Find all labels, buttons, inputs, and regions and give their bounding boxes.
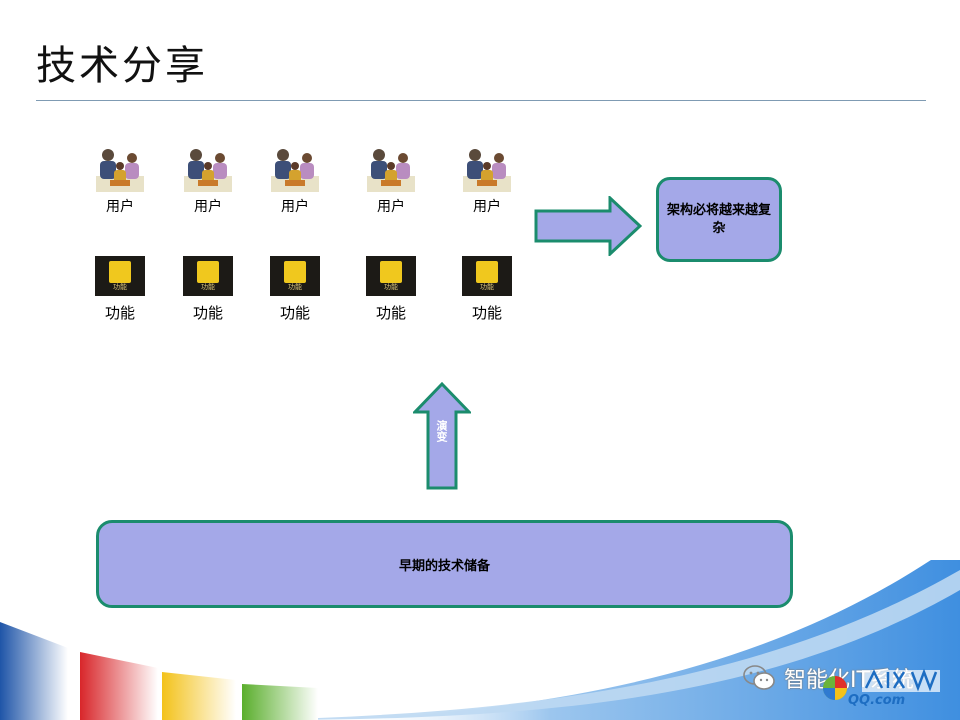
function-item: 功能 功能 bbox=[451, 256, 523, 323]
function-label: 功能 bbox=[375, 304, 406, 322]
user-label: 用户 bbox=[194, 199, 222, 215]
users-group-icon bbox=[184, 149, 232, 192]
user-item: 用户 bbox=[451, 146, 523, 216]
user-item: 用户 bbox=[259, 146, 331, 216]
function-item: 功能 功能 bbox=[259, 256, 331, 323]
qq-logo-text: QQ.com bbox=[848, 693, 906, 708]
user-label: 用户 bbox=[377, 199, 405, 215]
function-item: 功能 功能 bbox=[84, 256, 156, 323]
qq-logo-mark bbox=[823, 668, 940, 700]
slide-title: 技术分享 bbox=[36, 43, 208, 89]
users-group-icon bbox=[271, 149, 319, 192]
function-key-icon: 功能 bbox=[366, 256, 416, 296]
function-label: 功能 bbox=[104, 304, 135, 322]
up-arrow-label: 演变 bbox=[435, 420, 448, 442]
users-group-icon bbox=[96, 149, 144, 192]
function-item: 功能 功能 bbox=[355, 256, 427, 323]
title-divider bbox=[36, 100, 926, 101]
user-label: 用户 bbox=[281, 199, 309, 215]
function-key-icon: 功能 bbox=[270, 256, 320, 296]
right-arrow-icon bbox=[534, 196, 642, 256]
decorative-ribbon bbox=[0, 560, 960, 720]
function-key-icon: 功能 bbox=[462, 256, 512, 296]
user-label: 用户 bbox=[106, 199, 134, 215]
user-label: 用户 bbox=[473, 199, 501, 215]
users-group-icon bbox=[367, 149, 415, 192]
users-group-icon bbox=[463, 149, 511, 192]
result-box: 架构必将越来越复杂 bbox=[656, 177, 782, 262]
user-item: 用户 bbox=[84, 146, 156, 216]
user-item: 用户 bbox=[172, 146, 244, 216]
qq-logo: QQ.com bbox=[822, 662, 944, 712]
up-arrow-icon bbox=[413, 382, 471, 490]
function-item: 功能 功能 bbox=[172, 256, 244, 323]
function-label: 功能 bbox=[279, 304, 310, 322]
function-key-icon: 功能 bbox=[183, 256, 233, 296]
base-box: 早期的技术储备 bbox=[96, 520, 793, 608]
function-label: 功能 bbox=[471, 304, 502, 322]
function-key-icon: 功能 bbox=[95, 256, 145, 296]
user-item: 用户 bbox=[355, 146, 427, 216]
function-label: 功能 bbox=[192, 304, 223, 322]
wechat-icon bbox=[743, 665, 775, 690]
